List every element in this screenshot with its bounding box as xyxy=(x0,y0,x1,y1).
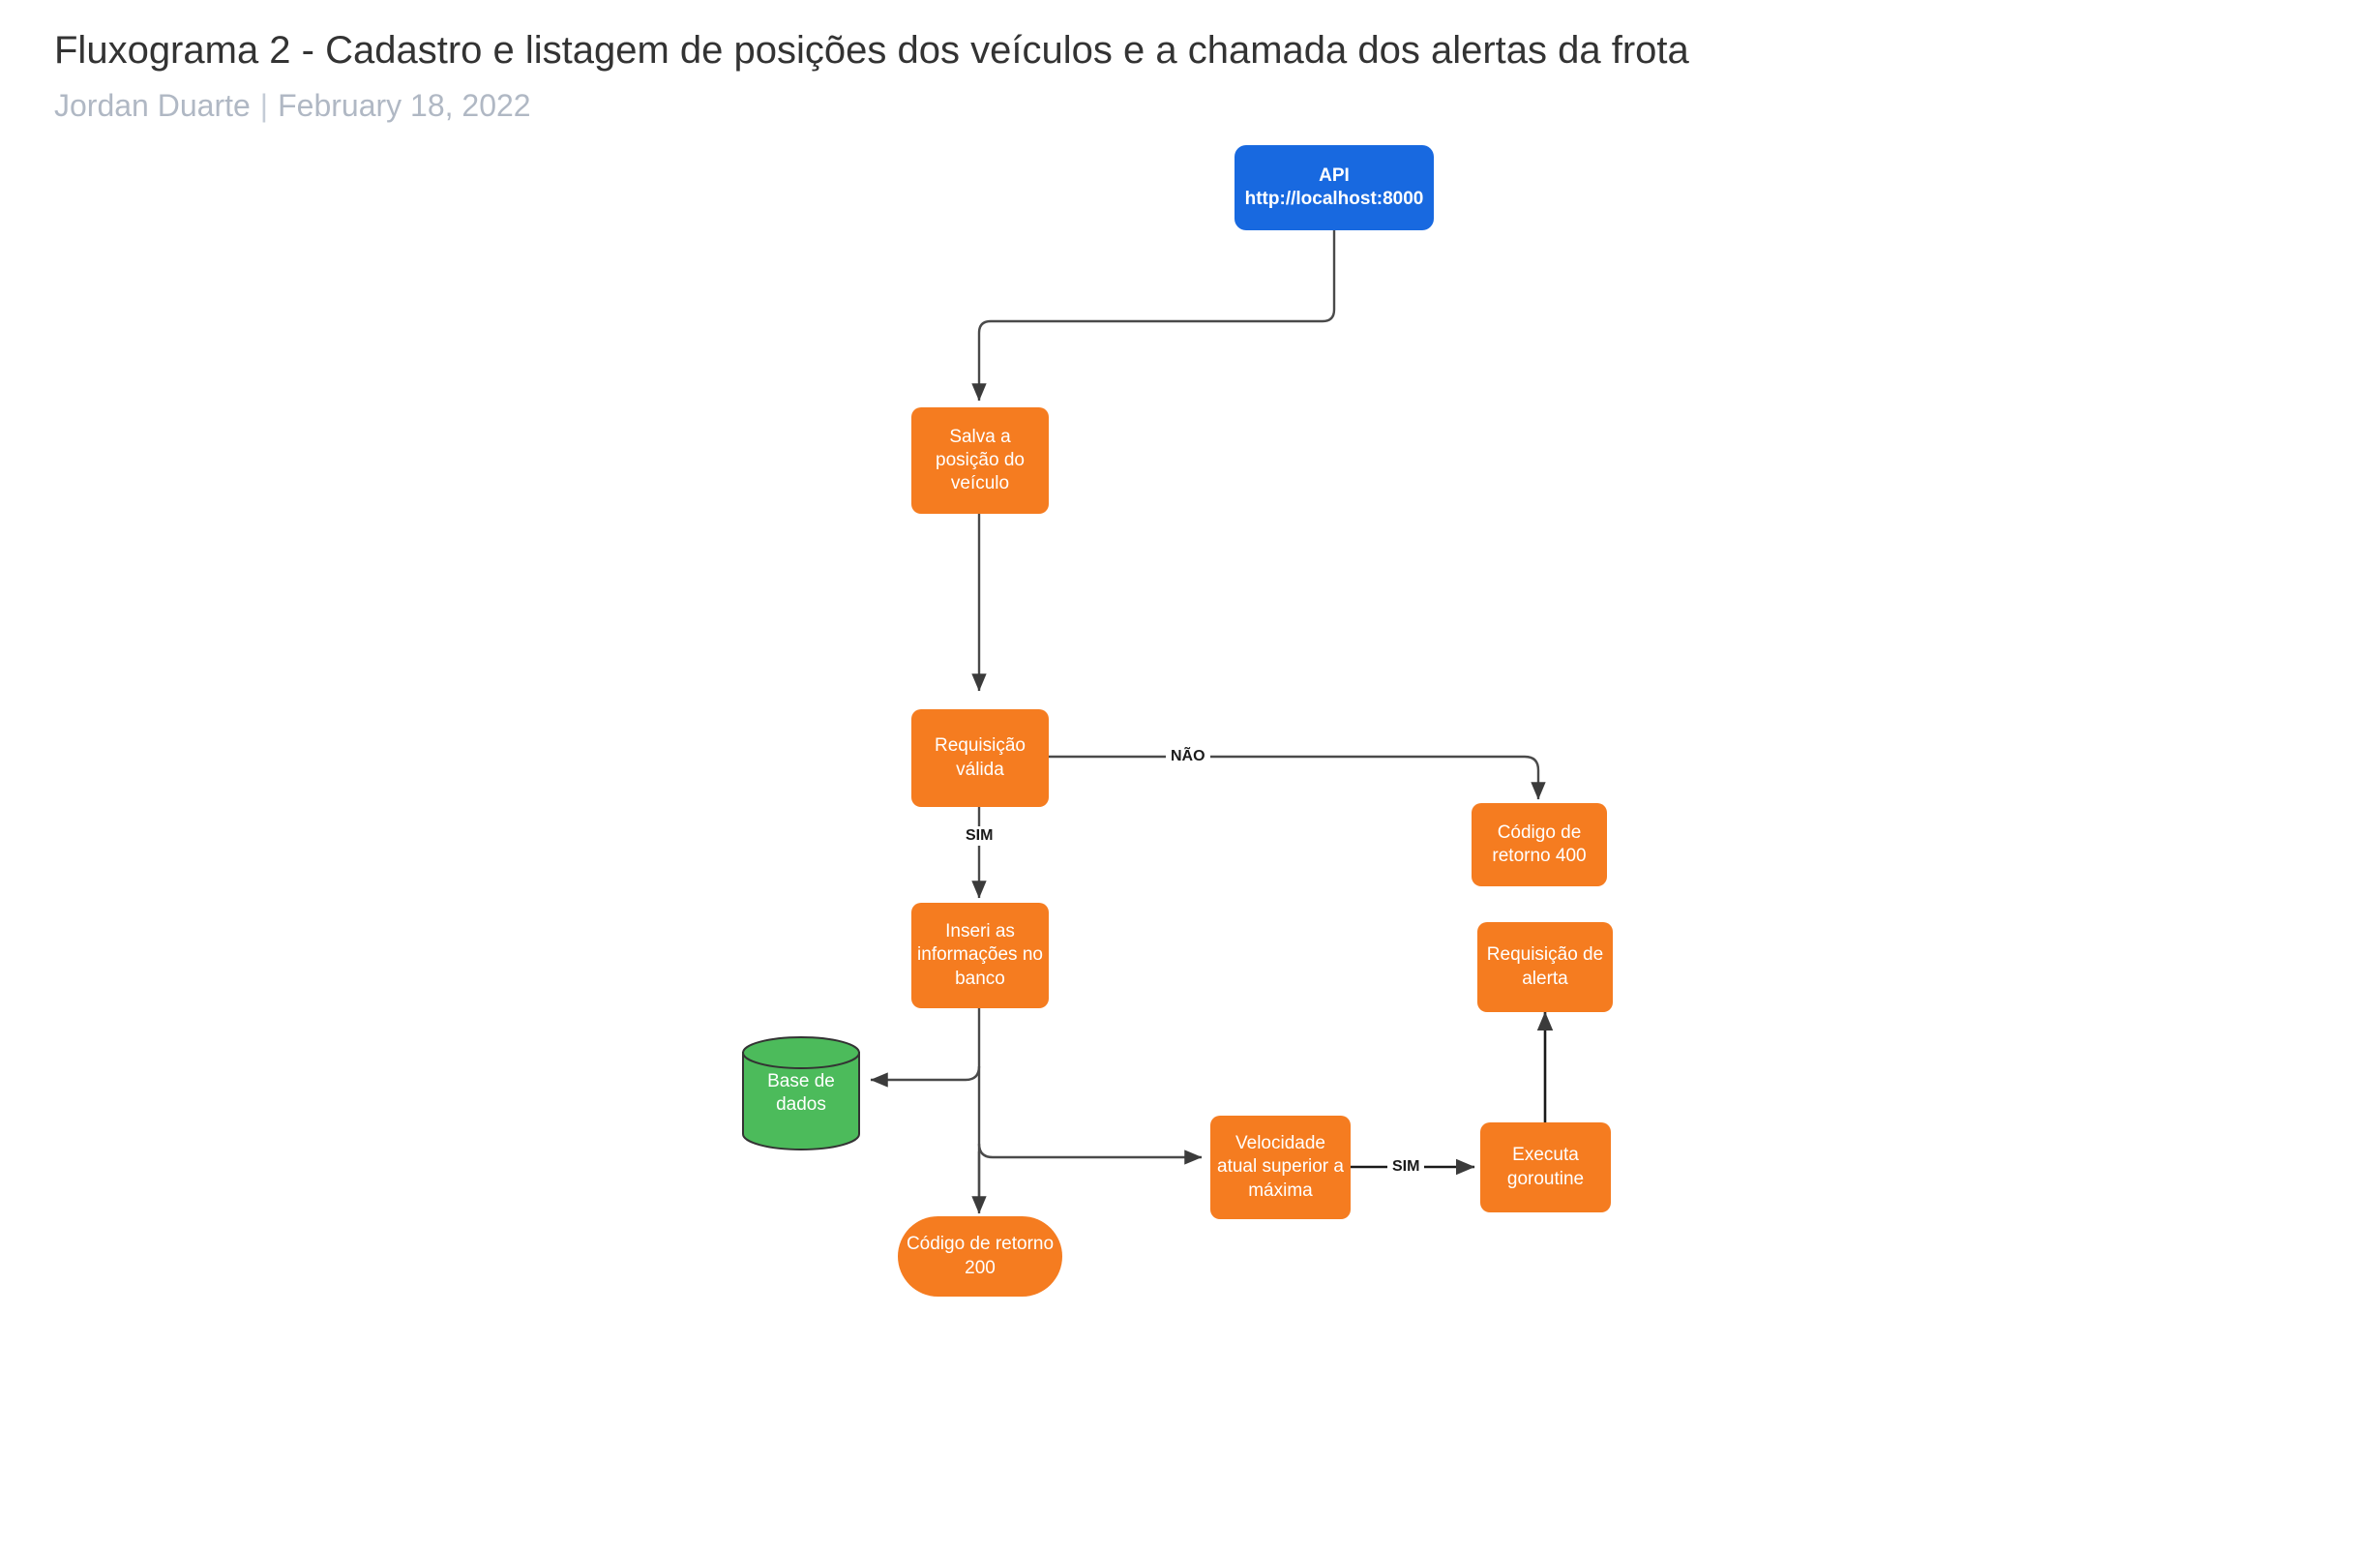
document-byline: Jordan Duarte| February 18, 2022 xyxy=(54,87,2183,124)
edge-inseri-to-basedados xyxy=(870,1065,981,1088)
node-executa-goroutine[interactable]: Executa goroutine xyxy=(1480,1122,1611,1212)
edge-requisicao-to-codigo400 xyxy=(1048,755,1546,800)
node-codigo-retorno-400[interactable]: Código de retorno 400 xyxy=(1472,803,1607,886)
page-title: Fluxograma 2 - Cadastro e listagem de po… xyxy=(54,29,1689,72)
node-base-de-dados-label: Base de dados xyxy=(767,1070,835,1115)
node-inseri-informacoes[interactable]: Inseri as informações no banco xyxy=(911,903,1049,1008)
author-name: Jordan Duarte xyxy=(54,88,251,123)
edge-api-to-salva xyxy=(971,230,1336,402)
node-api[interactable]: API http://localhost:8000 xyxy=(1235,145,1434,230)
edge-label-sim-velocidade: SIM xyxy=(1387,1157,1425,1177)
byline-separator: | xyxy=(259,88,269,123)
edge-inseri-to-velocidade xyxy=(977,1143,1203,1165)
node-salva-posicao[interactable]: Salva a posição do veículo xyxy=(911,407,1049,514)
edge-label-nao: NÃO xyxy=(1166,747,1210,766)
node-velocidade-superior[interactable]: Velocidade atual superior a máxima xyxy=(1210,1116,1351,1219)
edge-label-sim-requisicao: SIM xyxy=(961,826,998,846)
node-base-de-dados[interactable]: Base de dados xyxy=(741,1035,861,1151)
node-requisicao-valida[interactable]: Requisição válida xyxy=(911,709,1049,807)
document-header: Fluxograma 2 - Cadastro e listagem de po… xyxy=(54,27,2183,124)
node-requisicao-alerta[interactable]: Requisição de alerta xyxy=(1477,922,1613,1012)
cylinder-shape xyxy=(742,1036,860,1150)
node-codigo-retorno-200[interactable]: Código de retorno 200 xyxy=(898,1216,1062,1297)
document-date: February 18, 2022 xyxy=(278,88,531,123)
